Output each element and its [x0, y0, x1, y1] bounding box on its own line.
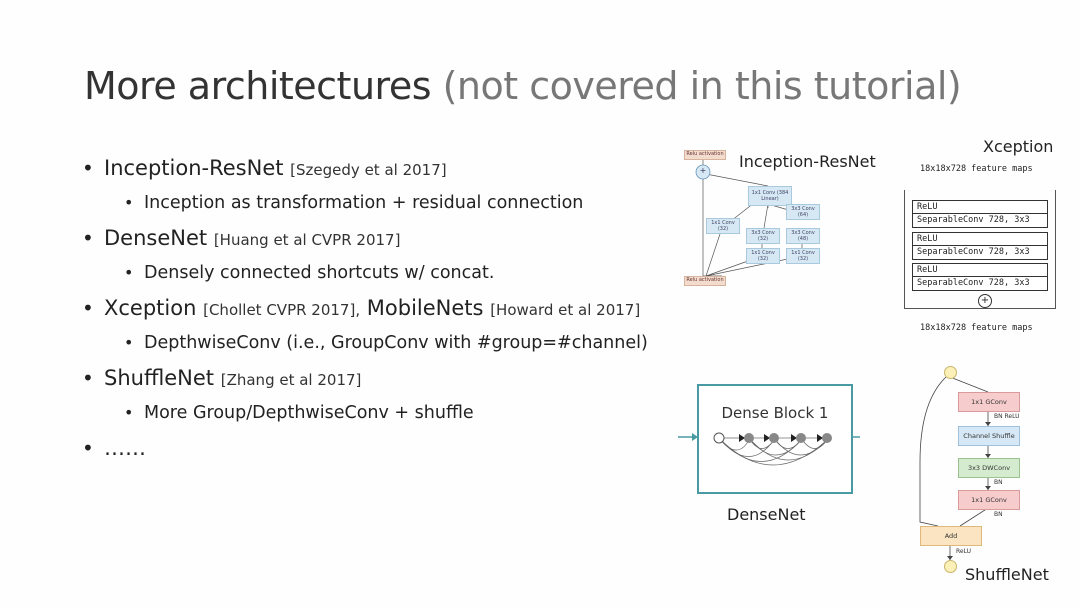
box-3x3-conv-48: 3x3 Conv (48) [786, 228, 820, 244]
node-1x1-gconv-a: 1x1 GConv [958, 392, 1020, 412]
xception-input-label: 18x18x728 feature maps [920, 164, 1033, 174]
edge-label-bn-b: BN [994, 511, 1003, 518]
block-act: ReLU [913, 201, 1047, 214]
block-op: SeparableConv 728, 3x3 [917, 247, 1030, 257]
xception-block-1: ReLU SeparableConv 728, 3x3 [912, 200, 1048, 228]
box-3x3-conv-64: 3x3 Conv (64) [786, 204, 820, 220]
box-1x1-conv-32b: 1x1 Conv (32) [746, 248, 780, 264]
box-1x1-conv-32: 1x1 Conv (32) [706, 218, 740, 234]
edge-label-relu: ReLU [956, 548, 972, 555]
box-3x3-conv-32: 3x3 Conv (32) [746, 228, 780, 244]
bullet-densenet: DenseNet [Huang et al CVPR 2017] [82, 220, 692, 256]
xception-block-3: ReLU SeparableConv 728, 3x3 [912, 263, 1048, 291]
shufflenet-label: ShuffleNet [965, 565, 1049, 584]
bullet-name: …… [104, 436, 146, 460]
box-1x1-conv-32c: 1x1 Conv (32) [786, 248, 820, 264]
title-subtitle: (not covered in this tutorial) [442, 64, 962, 108]
shufflenet-edges [919, 376, 991, 560]
bullet-name: DenseNet [104, 226, 208, 250]
block-op: SeparableConv 728, 3x3 [917, 278, 1030, 288]
title-main: More architectures [84, 64, 432, 108]
node-add: Add [920, 526, 982, 546]
dense-block-graph [713, 432, 832, 466]
box-1x1-conv-384: 1x1 Conv (384 Linear) [748, 186, 792, 206]
bullet-shufflenet: ShuffleNet [Zhang et al 2017] [82, 360, 692, 396]
block-act: ReLU [913, 233, 1047, 246]
sub-bullet: Inception as transformation + residual c… [82, 186, 692, 220]
bullet-name: Inception-ResNet [104, 156, 284, 180]
bullet-citation: [Zhang et al 2017] [220, 371, 362, 389]
add-plus: + [699, 166, 707, 175]
bullet-name: ShuffleNet [104, 366, 215, 390]
dense-block-title: Dense Block 1 [721, 404, 829, 422]
node-channel-shuffle: Channel Shuffle [958, 426, 1020, 446]
xception-output-label: 18x18x728 feature maps [920, 323, 1033, 333]
dense-block: Dense Block 1 [697, 384, 853, 494]
bullet-citation-secondary: [Howard et al 2017] [490, 301, 641, 319]
relu-activation-bottom: Relu activation [684, 276, 726, 286]
node-3x3-dwconv: 3x3 DWConv [958, 458, 1020, 478]
edge-label-bn-a: BN [994, 479, 1003, 486]
shufflenet-input-node [944, 366, 957, 379]
residual-frame [904, 190, 1056, 309]
xception-label: Xception [983, 137, 1054, 156]
block-op: SeparableConv 728, 3x3 [917, 215, 1030, 225]
bullet-inception-resnet: Inception-ResNet [Szegedy et al 2017] [82, 150, 692, 186]
xception-diagram: 18x18x728 feature maps ReLU SeparableCon… [900, 160, 1065, 340]
xception-block-2: ReLU SeparableConv 728, 3x3 [912, 232, 1048, 260]
bullet-citation: [Chollet CVPR 2017], [203, 301, 361, 319]
slide-title: More architectures (not covered in this … [84, 64, 962, 108]
bullet-name: Xception [104, 296, 197, 320]
inception-resnet-edges [695, 160, 803, 277]
sub-bullet: More Group/DepthwiseConv + shuffle [82, 396, 692, 430]
shufflenet-output-node [944, 560, 957, 573]
node-1x1-gconv-b: 1x1 GConv [958, 490, 1020, 510]
bullet-ellipsis: …… [82, 430, 692, 466]
block-act: ReLU [913, 264, 1047, 277]
bullet-list: Inception-ResNet [Szegedy et al 2017] In… [82, 150, 692, 466]
inception-resnet-label: Inception-ResNet [739, 152, 876, 171]
sub-bullet: Densely connected shortcuts w/ concat. [82, 256, 692, 290]
inception-resnet-diagram: Relu activation + 1x1 Conv (384 Linear) … [682, 148, 892, 288]
relu-activation-top: Relu activation [684, 150, 726, 160]
densenet-label: DenseNet [727, 505, 806, 524]
bullet-citation: [Szegedy et al 2017] [290, 161, 447, 179]
sub-bullet: DepthwiseConv (i.e., GroupConv with #gro… [82, 326, 692, 360]
bullet-citation: [Huang et al CVPR 2017] [213, 231, 401, 249]
bullet-name-secondary: MobileNets [366, 296, 484, 320]
edge-label-bn-relu: BN ReLU [994, 413, 1020, 420]
bullet-xception: Xception [Chollet CVPR 2017], MobileNets… [82, 290, 692, 326]
shufflenet-diagram: 1x1 GConv BN ReLU Channel Shuffle 3x3 DW… [900, 362, 1030, 582]
xception-add-plus: + [978, 294, 992, 308]
densenet-input-arrow [678, 433, 698, 441]
